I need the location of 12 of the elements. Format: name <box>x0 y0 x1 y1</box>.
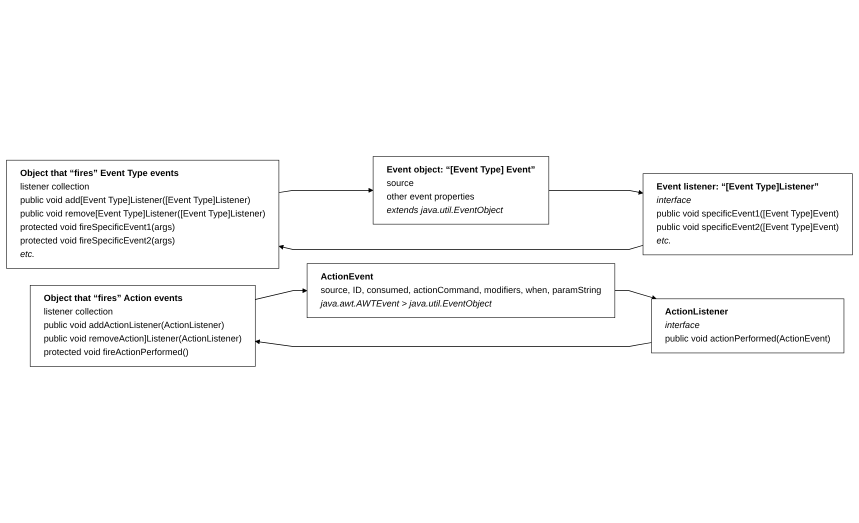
arrow <box>548 190 644 195</box>
node-box: Event object: “[Event Type] Event” source other event properties extends java.util.EventObject <box>372 156 550 224</box>
arrow <box>278 188 374 193</box>
node-box: Object that “fires” Action events listener collection public void addActionListener(ActionListener) public void removeAction]Listener(ActionListener) protected void fireActionPerformed() <box>30 285 256 367</box>
arrow <box>278 244 644 250</box>
node-box: Object that “fires” Event Type events listener collection public void add[Event Type]Listener([Event Type]Listener) public void remove[Event Type]Listener([Event Type]Listener) protected void fireSpecificEvent1(args) protected void fireSpecificEvent2(args) etc. <box>6 160 280 269</box>
arrow <box>255 339 652 347</box>
arrow <box>614 290 657 300</box>
node-box: ActionListener interface public void actionPerformed(ActionEvent) <box>651 298 844 354</box>
node-box: Event listener: “[Event Type]Listener” interface public void specificEvent1([Event Type]Event) public void specificEvent2([Event Type]Event) etc. <box>642 173 853 256</box>
arrow <box>254 288 308 300</box>
node-box: ActionEvent source, ID, consumed, actionCommand, modifiers, when, paramString java.awt.AWTEvent > java.util.EventObject <box>306 263 616 318</box>
